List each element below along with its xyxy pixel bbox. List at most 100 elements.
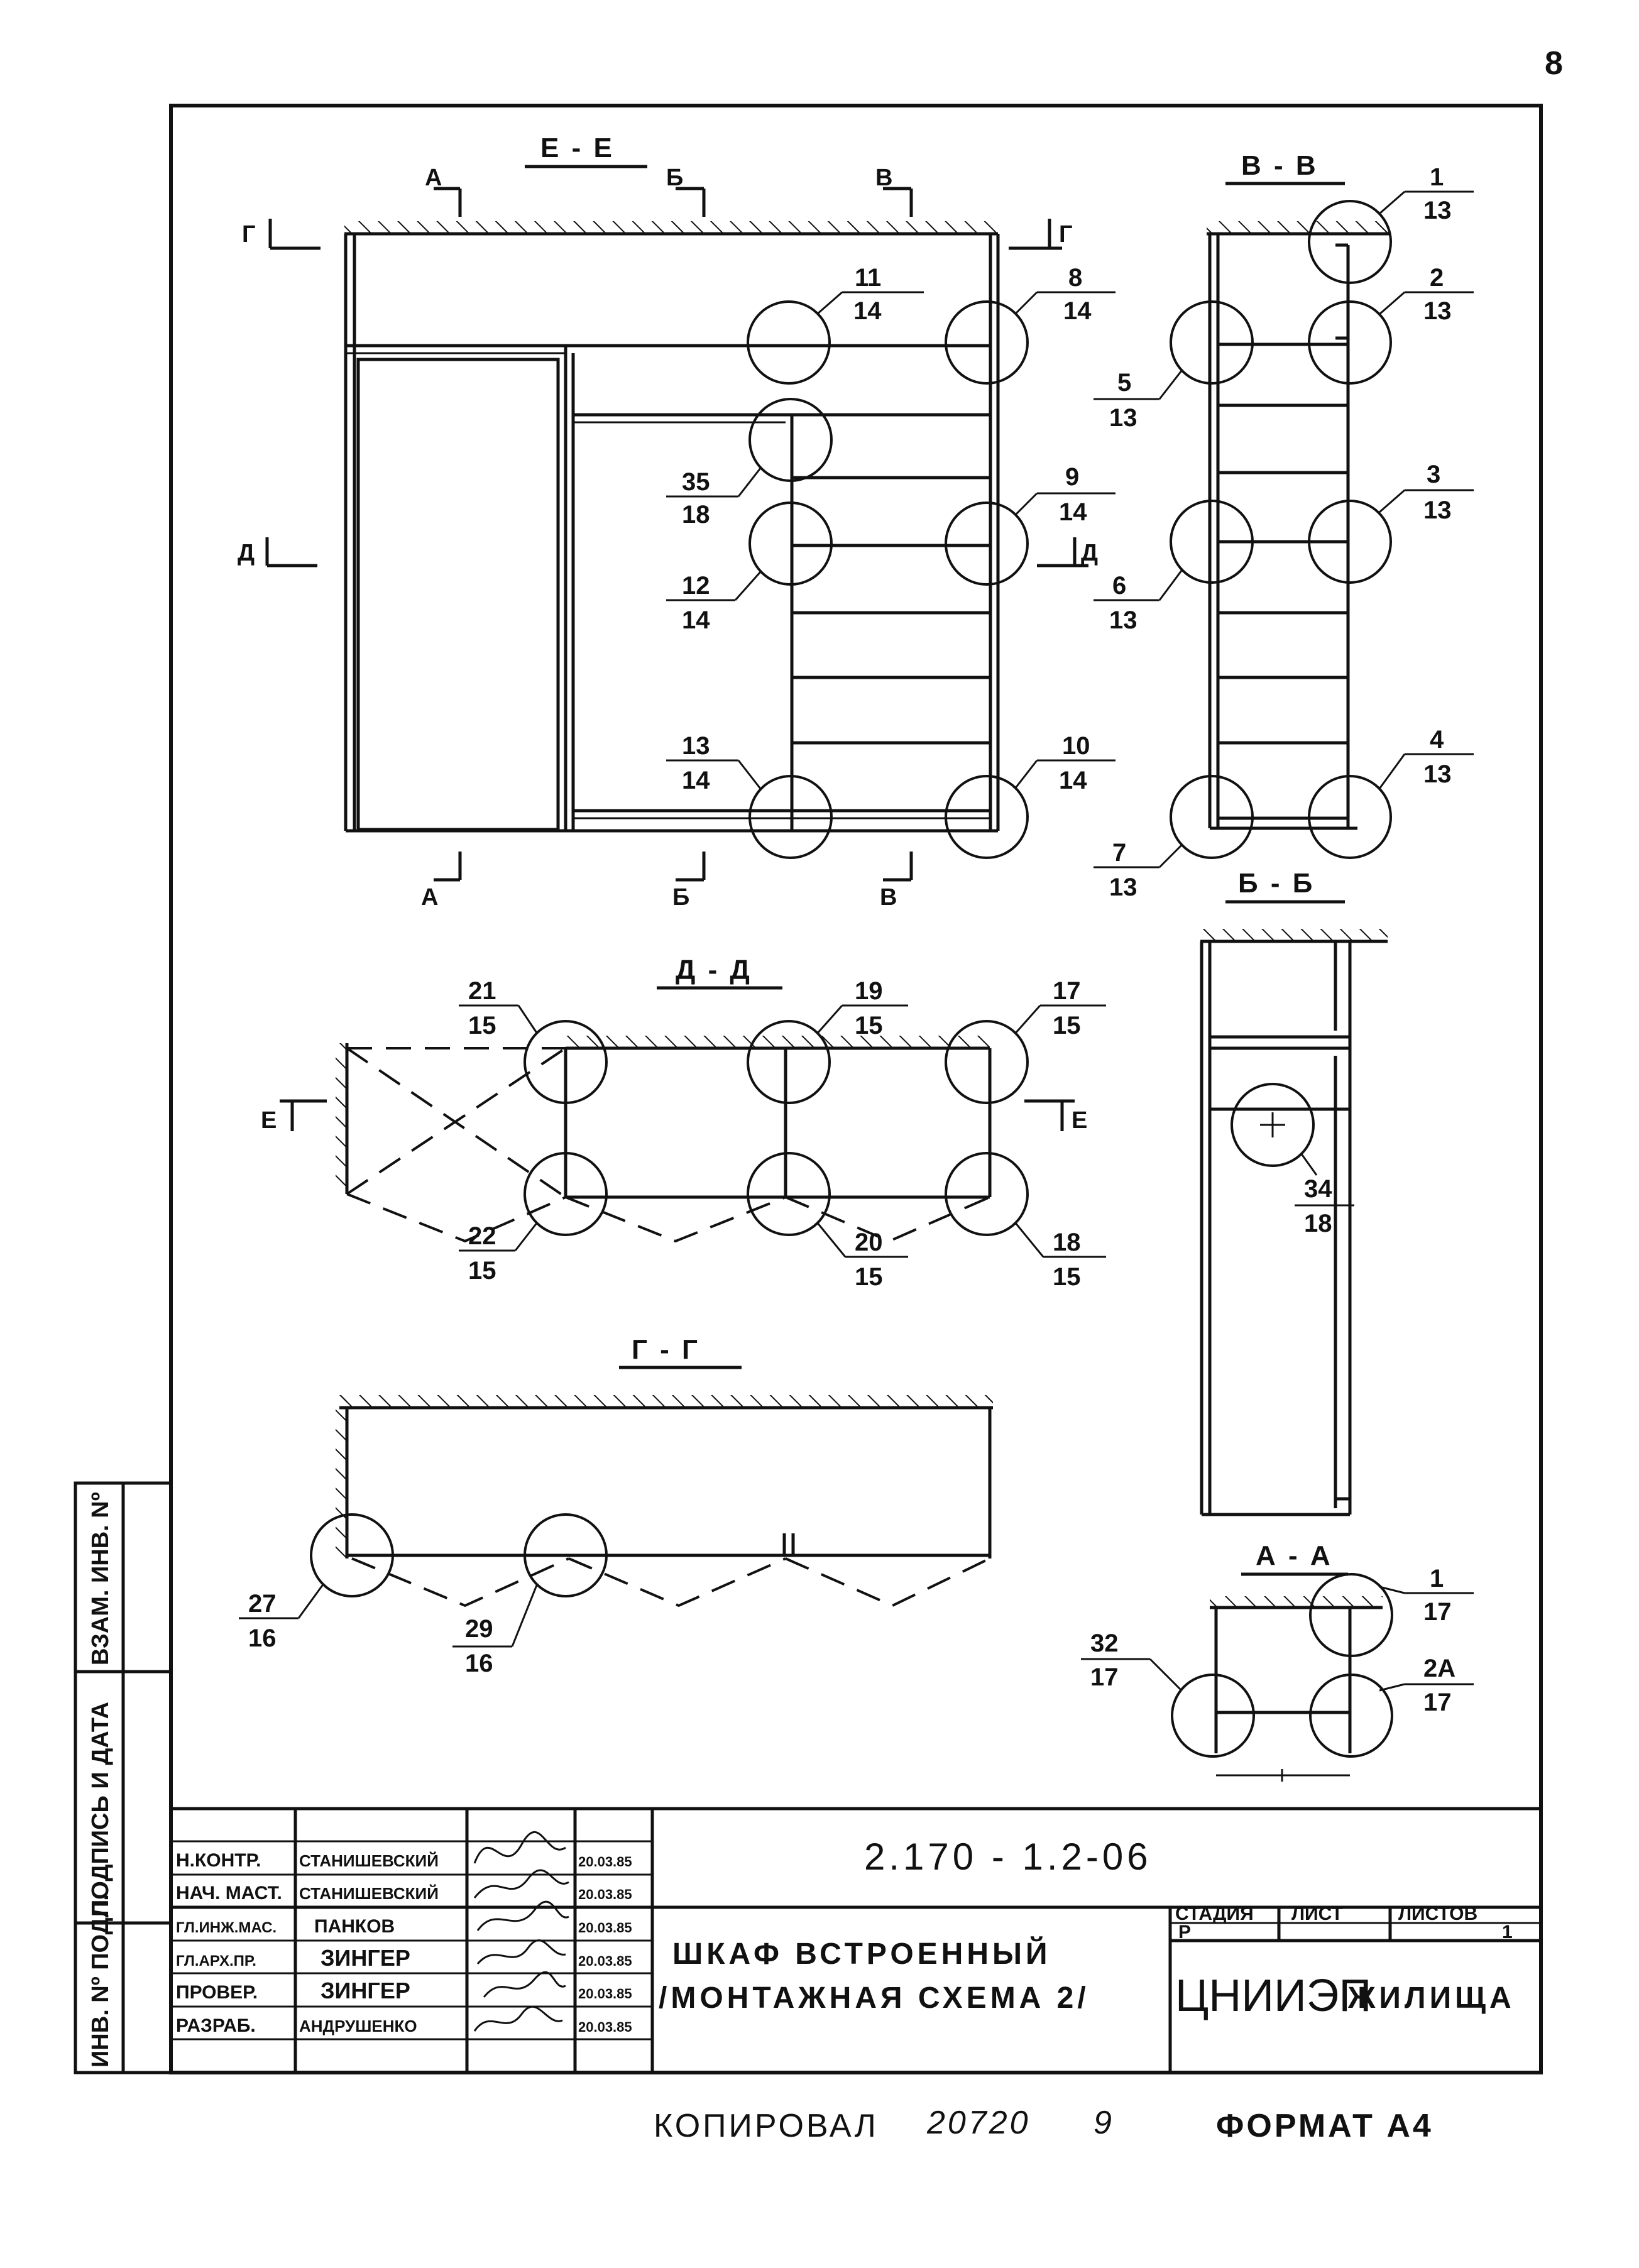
svg-text:14: 14 (682, 606, 710, 634)
stage-header: СТАДИЯ (1175, 1904, 1254, 1924)
section-ee: Е - Е А (238, 133, 1098, 911)
footer-copy-sheet: 9 (1094, 2105, 1114, 2141)
svg-text:32: 32 (1090, 1630, 1119, 1657)
callout-1: 1 13 (1308, 163, 1474, 284)
cut-mark-g-left: Г (242, 219, 321, 250)
svg-text:Б: Б (666, 165, 683, 191)
svg-text:Д: Д (238, 540, 255, 566)
svg-text:15: 15 (1053, 1012, 1081, 1039)
svg-text:14: 14 (853, 297, 882, 325)
doc-code: 2.170 - 1.2-06 (864, 1836, 1152, 1878)
callout-18: 18 15 (945, 1152, 1106, 1291)
svg-text:20: 20 (855, 1229, 883, 1256)
callout-12: 12 14 (666, 501, 833, 634)
svg-text:В: В (880, 884, 897, 911)
callout-9: 9 14 (945, 463, 1116, 586)
svg-text:14: 14 (682, 767, 710, 794)
svg-text:6: 6 (1112, 572, 1126, 600)
sheet-header: ЛИСТ (1291, 1904, 1343, 1924)
svg-text:1: 1 (1430, 1565, 1444, 1592)
footer-copied: КОПИРОВАЛ (654, 2108, 879, 2144)
svg-text:17: 17 (1090, 1663, 1119, 1691)
callout-11: 11 14 (747, 264, 924, 385)
svg-text:НАЧ. МАСТ.: НАЧ. МАСТ. (176, 1883, 282, 1904)
callout-19: 19 15 (747, 977, 908, 1104)
sheet-frame (169, 104, 1543, 2074)
callout-35: 35 18 (666, 398, 833, 529)
callout-7: 7 13 (1094, 775, 1254, 901)
svg-text:20.03.85: 20.03.85 (578, 1953, 632, 1969)
svg-text:15: 15 (855, 1263, 883, 1291)
svg-text:СТАНИШЕВСКИЙ: СТАНИШЕВСКИЙ (299, 1884, 439, 1903)
callout-2: 2 13 (1308, 264, 1474, 385)
svg-text:2: 2 (1430, 264, 1444, 292)
svg-text:12: 12 (682, 572, 710, 600)
callout-22: 22 15 (459, 1152, 608, 1285)
svg-text:20.03.85: 20.03.85 (578, 1986, 632, 2002)
cut-mark-d-left: Д (238, 537, 317, 567)
callout-6: 6 13 (1094, 500, 1254, 634)
section-aa-title: А - А (1256, 1540, 1333, 1571)
callout-21: 21 15 (459, 977, 608, 1104)
callout-17: 17 15 (945, 977, 1106, 1104)
sheets-header: ЛИСТОВ (1398, 1904, 1477, 1924)
svg-text:А: А (421, 884, 438, 911)
svg-text:13: 13 (1423, 197, 1452, 224)
svg-text:13: 13 (1423, 760, 1452, 788)
svg-text:20.03.85: 20.03.85 (578, 2019, 632, 2035)
cut-mark-b-bottom: Б (672, 852, 706, 911)
callout-8: 8 14 (945, 264, 1116, 385)
svg-text:15: 15 (468, 1257, 496, 1285)
svg-text:ПРОВЕР.: ПРОВЕР. (176, 1982, 258, 2003)
stage-value: Р (1178, 1922, 1191, 1942)
sheets-value: 1 (1502, 1922, 1513, 1942)
svg-text:22: 22 (468, 1222, 496, 1250)
section-vv-title: В - В (1241, 150, 1318, 181)
svg-text:15: 15 (855, 1012, 883, 1039)
svg-text:13: 13 (1109, 874, 1137, 901)
svg-text:3: 3 (1427, 461, 1440, 488)
svg-text:20.03.85: 20.03.85 (578, 1920, 632, 1936)
svg-text:А: А (425, 165, 442, 191)
page-number: 8 (1545, 45, 1563, 82)
svg-text:СТАНИШЕВСКИЙ: СТАНИШЕВСКИЙ (299, 1851, 439, 1870)
svg-text:15: 15 (468, 1012, 496, 1039)
cut-mark-a-top: А (425, 165, 462, 217)
cut-mark-a-bottom: А (421, 852, 462, 911)
org-suffix: ЖИЛИЩА (1347, 1981, 1515, 2015)
svg-text:14: 14 (1059, 498, 1087, 526)
section-aa: А - А (1210, 1540, 1383, 1782)
svg-text:17: 17 (1053, 977, 1081, 1005)
footer-format: ФОРМАТ А4 (1216, 2108, 1433, 2144)
callout-4: 4 13 (1308, 726, 1474, 859)
svg-text:Г: Г (1059, 221, 1073, 248)
section-ee-title: Е - Е (540, 133, 615, 163)
title-block: 2.170 - 1.2-06 СТАДИЯ ЛИСТ ЛИСТОВ Р 1 ЦН… (171, 1807, 1541, 2073)
section-bb: Б - Б (1200, 868, 1388, 1516)
svg-text:19: 19 (855, 977, 883, 1005)
cut-mark-g-right: Г (1009, 219, 1073, 250)
svg-text:29: 29 (465, 1615, 493, 1643)
svg-text:Г: Г (242, 221, 256, 248)
svg-text:В: В (875, 165, 892, 191)
callout-20: 20 15 (747, 1152, 908, 1291)
svg-text:14: 14 (1063, 297, 1092, 325)
side-stamp-podpis: ПОДПИСЬ И ДАТА (87, 1702, 114, 1917)
cut-mark-v-bottom: В (880, 852, 913, 911)
callout-32: 32 17 (1081, 1630, 1255, 1758)
svg-text:13: 13 (1423, 496, 1452, 524)
svg-text:9: 9 (1065, 463, 1079, 491)
svg-text:ПАНКОВ: ПАНКОВ (314, 1916, 395, 1937)
svg-text:8: 8 (1068, 264, 1082, 292)
svg-text:13: 13 (1109, 606, 1137, 634)
drawing-title-line2: /МОНТАЖНАЯ СХЕМА 2/ (659, 1981, 1090, 2015)
svg-text:Д: Д (1081, 540, 1098, 566)
svg-text:7: 7 (1112, 839, 1126, 867)
callout-1-aa: 1 17 (1309, 1565, 1474, 1657)
svg-text:ГЛ.ИНЖ.МАС.: ГЛ.ИНЖ.МАС. (176, 1919, 277, 1936)
callout-10: 10 14 (945, 732, 1116, 859)
org-name: ЦНИИЭП (1175, 1971, 1371, 2021)
svg-text:16: 16 (465, 1650, 493, 1677)
svg-text:21: 21 (468, 977, 496, 1005)
svg-text:20.03.85: 20.03.85 (578, 1854, 632, 1870)
